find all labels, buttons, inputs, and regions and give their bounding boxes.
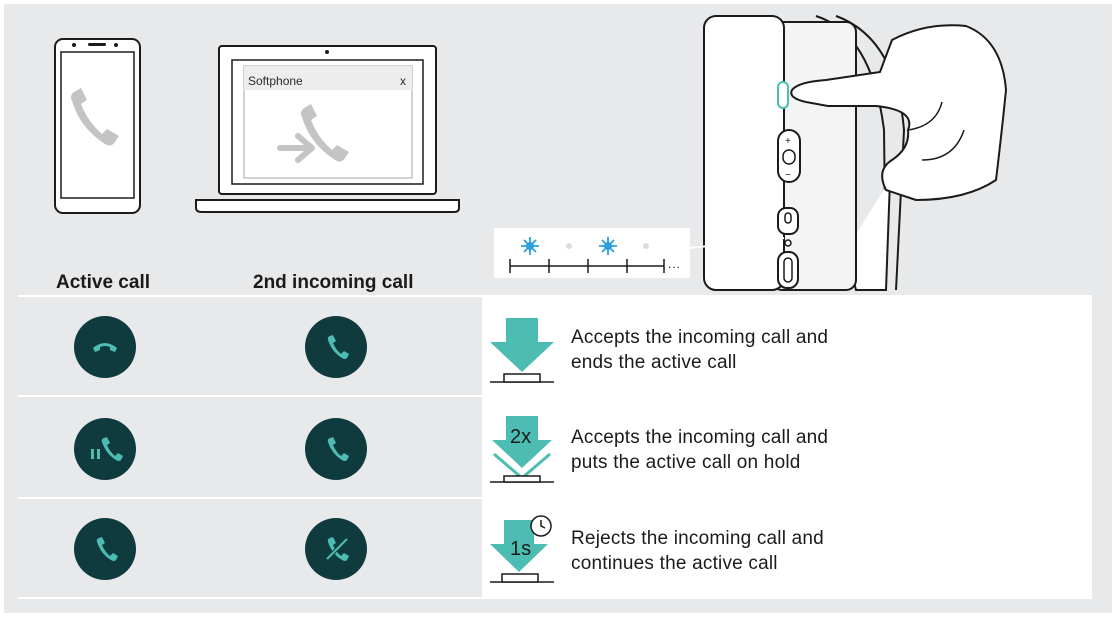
- description-line: Accepts the incoming call and: [571, 327, 829, 348]
- softphone-close-icon: x: [400, 74, 406, 88]
- description-line: puts the active call on hold: [571, 452, 801, 473]
- headset-illustration: + −: [703, 15, 1007, 291]
- long-press-label: 1s: [510, 538, 532, 560]
- row-1-background: [482, 297, 1092, 395]
- divider: [18, 395, 1092, 397]
- description-line: ends the active call: [571, 352, 737, 373]
- divider: [18, 295, 1092, 297]
- row-3-background: [482, 499, 1092, 597]
- divider: [18, 497, 1092, 499]
- description-line: Accepts the incoming call and: [571, 427, 829, 448]
- led-blink-sequence: [494, 228, 785, 278]
- svg-text:−: −: [785, 170, 791, 181]
- press-icon: [490, 318, 554, 383]
- description-line: Rejects the incoming call and: [571, 528, 824, 549]
- smartphone-icon: [54, 38, 141, 214]
- softphone-window-title: Softphone: [248, 74, 303, 88]
- description-line: continues the active call: [571, 553, 778, 574]
- phone-icon: [305, 316, 367, 378]
- header-active-call: Active call: [56, 272, 150, 293]
- header-incoming-call: 2nd incoming call: [253, 272, 414, 293]
- row-1-description: Accepts the incoming call and ends the a…: [571, 325, 828, 375]
- long-press-icon: [490, 515, 554, 583]
- phone-icon: [305, 418, 367, 480]
- hold-call-icon: [74, 418, 136, 480]
- reject-call-icon: [305, 518, 367, 580]
- led-sequence-ellipsis: ...: [668, 257, 682, 271]
- row-2-background: [482, 397, 1092, 497]
- divider: [18, 597, 1092, 599]
- end-call-icon: [74, 316, 136, 378]
- phone-icon: [74, 518, 136, 580]
- laptop-icon: [195, 45, 460, 213]
- row-3-description: Rejects the incoming call and continues …: [571, 526, 824, 576]
- row-2-description: Accepts the incoming call and puts the a…: [571, 425, 828, 475]
- svg-text:+: +: [785, 136, 791, 147]
- double-press-label: 2x: [510, 426, 532, 448]
- double-press-icon: [490, 416, 554, 483]
